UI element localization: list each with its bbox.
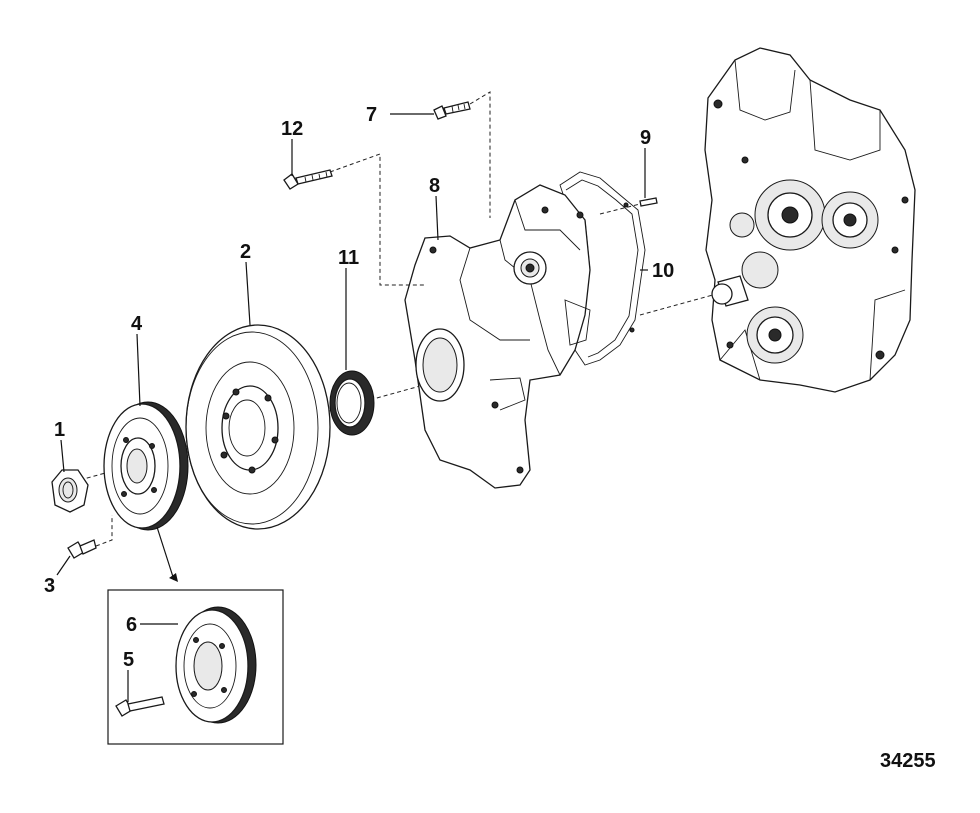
detail-inset-frame (107, 589, 284, 745)
alignment-line-12 (329, 153, 425, 286)
flange-bolt-icon (67, 539, 97, 559)
leader-4 (136, 333, 141, 407)
callout-8: 8 (429, 175, 440, 197)
callout-1: 1 (54, 419, 65, 441)
alignment-line-9 (599, 203, 641, 215)
alignment-line-7 (469, 91, 491, 218)
callout-6: 6 (126, 614, 137, 636)
callout-7: 7 (366, 104, 377, 126)
crankshaft-pulley-icon (103, 401, 189, 531)
figure-number: 34255 (880, 750, 936, 772)
callout-9: 9 (640, 127, 651, 149)
detail-pointer-arrowhead (169, 573, 178, 582)
alignment-line-3 (95, 515, 113, 547)
hex-nut-icon (51, 469, 89, 513)
callout-2: 2 (240, 241, 251, 263)
detail-pointer-line (156, 526, 175, 581)
cover-screw-icon (433, 101, 471, 120)
callout-4: 4 (131, 313, 143, 335)
leader-8 (435, 195, 439, 241)
callout-11: 11 (338, 247, 359, 269)
callout-12: 12 (281, 118, 303, 140)
vibration-damper-icon (185, 324, 331, 530)
leader-3 (56, 555, 71, 576)
oil-seal-icon (329, 370, 375, 436)
long-bolt-icon (283, 169, 333, 190)
callout-3: 3 (44, 575, 55, 597)
front-cover-icon (404, 184, 591, 489)
pulley-bolt-icon (115, 696, 165, 717)
engine-block-icon (704, 47, 916, 393)
callout-5: 5 (123, 649, 134, 671)
leader-2 (245, 261, 251, 326)
leader-1 (60, 439, 65, 473)
pulley-icon (175, 606, 257, 724)
dowel-pin-icon (639, 197, 658, 207)
callout-10: 10 (652, 260, 674, 282)
